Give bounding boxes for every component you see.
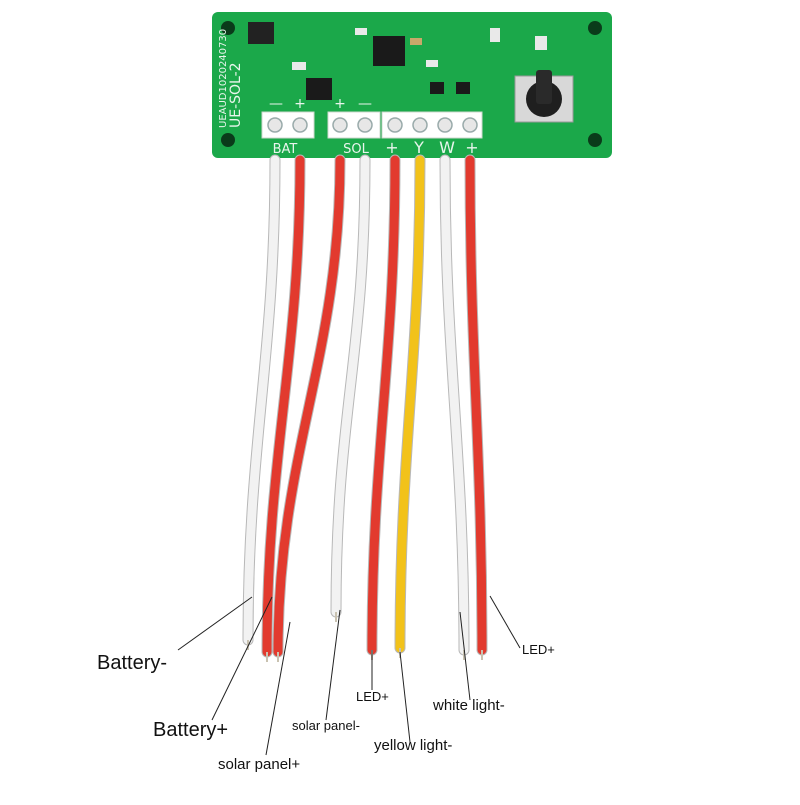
mount-hole xyxy=(221,133,235,147)
terminal-pad xyxy=(332,117,348,133)
terminal-pad xyxy=(412,117,428,133)
wire xyxy=(465,155,487,655)
transistor-q1 xyxy=(430,82,444,94)
date-code-text: UEAUD1020240730 xyxy=(218,29,229,128)
header-label: SOL xyxy=(343,142,369,157)
header-label: + xyxy=(385,138,398,157)
label-battery-minus: Battery- xyxy=(97,652,168,674)
push-button-cap xyxy=(536,70,552,104)
header-label: Y xyxy=(413,138,424,157)
model-text: UE-SOL-2 xyxy=(228,62,244,128)
polarity-mark: + xyxy=(294,96,306,112)
terminal-pad xyxy=(292,117,308,133)
callout-line-white xyxy=(459,611,471,701)
callout-line-solar-plus xyxy=(265,621,291,756)
transistor-q2 xyxy=(456,82,470,94)
mount-hole xyxy=(588,21,602,35)
ic-chip-u2 xyxy=(373,36,405,66)
callout-lines xyxy=(177,595,521,756)
polarity-mark: — xyxy=(358,96,372,112)
wire xyxy=(243,155,280,645)
wire xyxy=(262,155,305,657)
callout-line-yellow xyxy=(399,651,411,743)
terminal-pad xyxy=(267,117,283,133)
callout-line-battery-minus xyxy=(177,596,253,651)
terminal-pad xyxy=(437,117,453,133)
callout-line-battery-plus xyxy=(211,596,273,721)
header-label: W xyxy=(439,138,455,157)
led-smd xyxy=(535,36,547,50)
label-solar-plus: solar panel+ xyxy=(218,756,301,773)
terminal-pads xyxy=(261,111,483,139)
polarity-mark: — xyxy=(269,96,283,112)
label-white-minus: white light- xyxy=(433,697,505,714)
wire xyxy=(331,155,370,617)
mount-hole xyxy=(221,21,235,35)
polarity-mark: + xyxy=(334,96,346,112)
label-led-plus-2: LED+ xyxy=(522,642,555,657)
header-label: + xyxy=(465,138,478,157)
terminal-pad xyxy=(387,117,403,133)
wire xyxy=(273,155,345,657)
mount-hole xyxy=(588,133,602,147)
wire-bundle xyxy=(242,154,488,662)
header-label: BAT xyxy=(273,142,298,157)
resistor xyxy=(490,28,500,42)
resistor xyxy=(355,28,367,35)
diode-chip xyxy=(306,78,332,100)
label-battery-plus: Battery+ xyxy=(153,719,229,741)
capacitor xyxy=(410,38,422,45)
wire xyxy=(367,155,400,655)
resistor xyxy=(292,62,306,70)
label-solar-minus: solar panel- xyxy=(292,718,360,733)
transistor-chip xyxy=(248,22,274,44)
resistor xyxy=(426,60,438,67)
callout-line-solar-minus xyxy=(325,609,341,721)
terminal-pad xyxy=(357,117,373,133)
wire xyxy=(395,155,425,653)
callout-line-led-plus-2 xyxy=(489,595,521,649)
label-led-plus-1: LED+ xyxy=(356,689,389,704)
terminal-pad xyxy=(462,117,478,133)
label-yellow-minus: yellow light- xyxy=(374,737,453,754)
wire xyxy=(440,155,469,655)
